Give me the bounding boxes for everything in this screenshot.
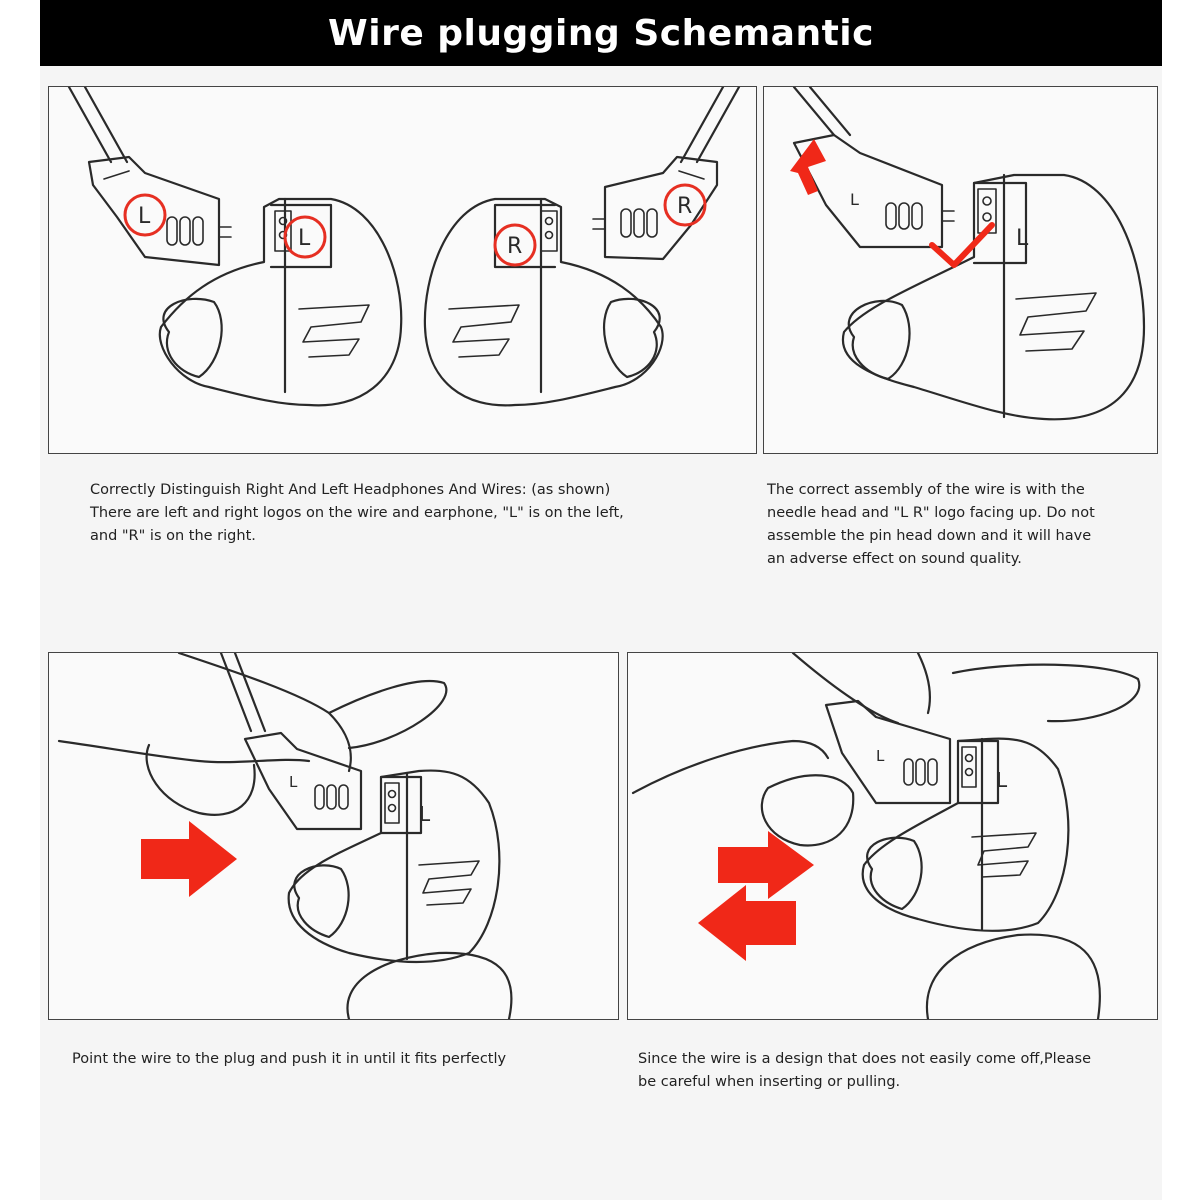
- panel-push-in: L L: [48, 652, 619, 1020]
- earphone-label-left: L: [419, 802, 431, 826]
- connector-pins: [314, 784, 349, 810]
- panel-insert-pull: L L: [627, 652, 1158, 1020]
- wire-label-left: L: [138, 204, 151, 229]
- highlight-circle: [493, 223, 537, 267]
- earphone-label-right: R: [507, 234, 522, 259]
- wire-label-left: L: [289, 773, 298, 791]
- kz-logo: [418, 860, 480, 906]
- right-wire-connector: R: [592, 87, 741, 261]
- right-earphone: R: [423, 197, 664, 407]
- wire-label-left: L: [850, 190, 859, 209]
- panel-correct-orientation: L L: [763, 86, 1158, 454]
- finger: [327, 679, 448, 750]
- left-wire-connector: L: [67, 87, 232, 267]
- caption-line: There are left and right logos on the wi…: [90, 505, 624, 521]
- caption-line: be careful when inserting or pulling.: [638, 1074, 901, 1090]
- finger-outline: [177, 653, 352, 773]
- left-right-diagram: L L R: [67, 87, 741, 407]
- step1-caption: Correctly Distinguish Right And Left Hea…: [90, 479, 710, 548]
- connector-pins: [903, 758, 938, 786]
- highlight-circle: [663, 183, 707, 227]
- highlight-circle: [123, 193, 167, 237]
- caption-line: and "R" is on the right.: [90, 528, 256, 544]
- wire-connector: [824, 699, 952, 805]
- title-bar: Wire plugging Schemantic: [40, 0, 1162, 66]
- wire-label-left: L: [876, 747, 885, 765]
- wire-connector: L: [792, 87, 955, 249]
- orientation-diagram: L L: [790, 87, 1146, 421]
- ear-tip: [293, 864, 350, 939]
- caption-line: Since the wire is a design that does not…: [638, 1051, 1091, 1067]
- socket: [961, 746, 977, 788]
- connector-pins: [166, 216, 232, 246]
- ear-tip: [162, 297, 223, 379]
- step4-caption: Since the wire is a design that does not…: [638, 1048, 1138, 1094]
- finger: [951, 663, 1141, 723]
- caption-line: Point the wire to the plug and push it i…: [72, 1051, 507, 1067]
- finger-outline: [791, 653, 900, 725]
- insert-pull-diagram: L L: [631, 653, 1141, 1019]
- left-earphone: L: [861, 737, 1070, 932]
- socket: [274, 210, 292, 252]
- highlight-circle: [283, 215, 327, 259]
- checkmark-icon: [929, 222, 995, 268]
- step3-caption: Point the wire to the plug and push it i…: [72, 1048, 612, 1071]
- caption-line: The correct assembly of the wire is with…: [767, 482, 1085, 498]
- caption-line: needle head and "L R" logo facing up. Do…: [767, 505, 1095, 521]
- finger: [346, 951, 513, 1019]
- page-title: Wire plugging Schemantic: [328, 12, 874, 54]
- ear-tip: [866, 836, 923, 911]
- finger: [925, 933, 1101, 1019]
- caption-line: assemble the pin head down and it will h…: [767, 528, 1092, 544]
- socket: [384, 782, 400, 824]
- wire-label-right: R: [677, 194, 692, 219]
- left-earphone: L: [158, 197, 403, 407]
- caption-line: an adverse effect on sound quality.: [767, 551, 1022, 567]
- connector-pins: [885, 202, 955, 230]
- up-arrow: [790, 139, 826, 195]
- kz-logo: [448, 304, 520, 358]
- left-earphone: L: [841, 173, 1146, 421]
- earphone-label-left: L: [996, 768, 1008, 792]
- earphone-label-left: L: [298, 226, 311, 251]
- kz-logo: [298, 304, 370, 358]
- caption-line: Correctly Distinguish Right And Left Hea…: [90, 482, 611, 498]
- ear-tip: [847, 299, 911, 381]
- insert-arrow-right: [718, 831, 814, 899]
- wire-connector: [243, 731, 363, 831]
- ear-tip: [603, 297, 661, 379]
- push-arrow-right: [141, 821, 237, 897]
- hand-outline: [57, 739, 311, 764]
- left-earphone: L: [287, 769, 501, 964]
- step2-caption: The correct assembly of the wire is with…: [767, 479, 1147, 571]
- hand-outline: [631, 739, 830, 795]
- thumb: [145, 743, 256, 816]
- finger-outline: [916, 653, 932, 715]
- earphone-label-left: L: [1016, 226, 1029, 251]
- kz-logo: [1015, 292, 1097, 352]
- panel-distinguish-left-right: L L R: [48, 86, 757, 454]
- kz-logo: [971, 832, 1037, 878]
- connector-pins: [592, 208, 658, 238]
- push-in-diagram: L L: [57, 653, 513, 1019]
- pull-arrow-left: [698, 885, 796, 961]
- thumb: [760, 774, 855, 847]
- socket: [540, 210, 558, 252]
